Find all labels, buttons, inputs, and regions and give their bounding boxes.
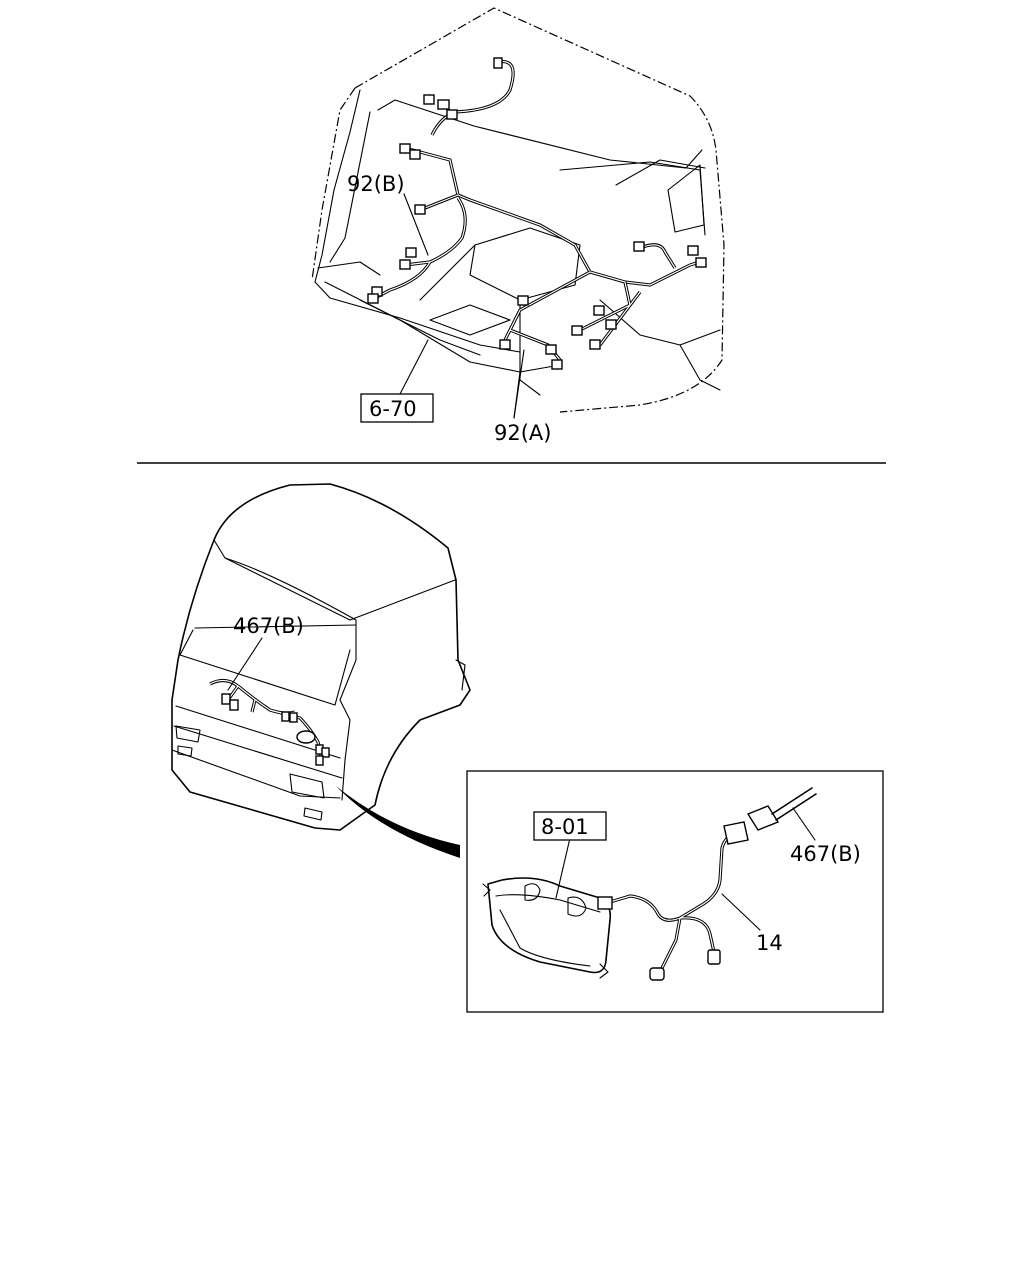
label-14: 14 (756, 931, 783, 955)
detail-view: 8-01 467(B) 14 (466, 770, 884, 1013)
callout-wedge (336, 786, 460, 858)
leader-14 (721, 893, 761, 931)
leader-8-01 (555, 837, 571, 899)
leader-92b (403, 193, 429, 256)
label-92a: 92(A) (494, 421, 551, 445)
label-467b-front: 467(B) (233, 614, 304, 638)
leader-467b-detail (792, 807, 816, 841)
label-467b-detail: 467(B) (790, 842, 861, 866)
leader-467b-front (227, 637, 263, 691)
leader-6-70 (399, 339, 429, 395)
cab-interior-view: 92(B) 6-70 92(A) (311, 7, 725, 445)
label-92b: 92(B) (347, 172, 405, 196)
label-6-70: 6-70 (369, 397, 417, 421)
cab-exterior-view: 467(B) (171, 483, 471, 858)
ref-box-6-70 (360, 393, 434, 423)
label-8-01: 8-01 (541, 815, 589, 839)
ref-box-8-01 (533, 811, 607, 841)
headlamp (487, 877, 612, 974)
detail-frame (466, 770, 884, 1013)
